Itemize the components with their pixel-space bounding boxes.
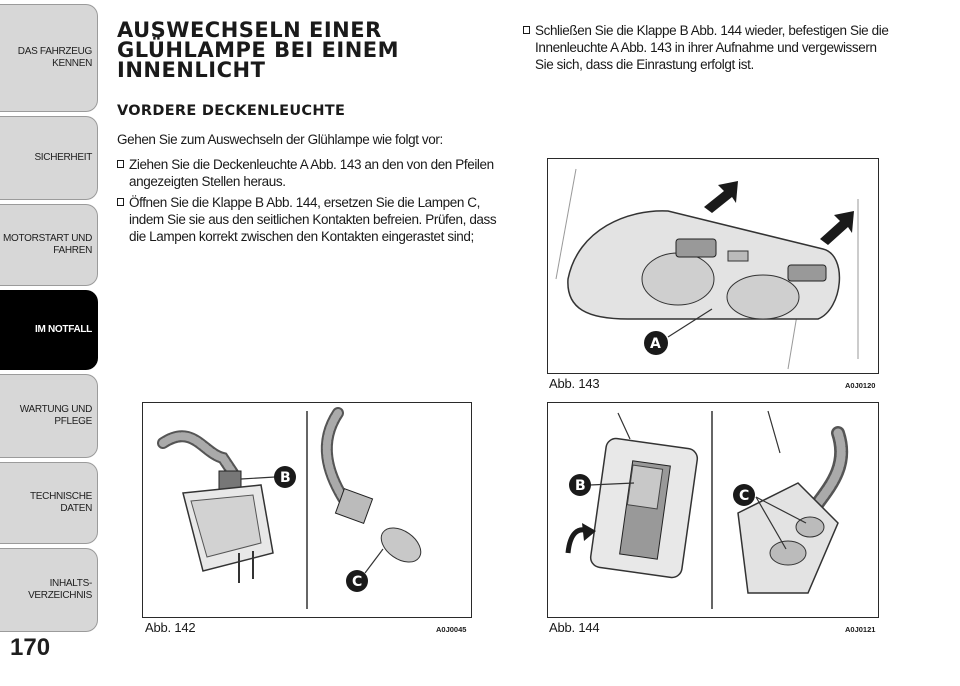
pull-arrow-icon — [820, 211, 854, 245]
figure-144-caption: Abb. 144 — [549, 620, 600, 635]
checkbox-bullet-icon — [523, 26, 530, 34]
tab-technische-daten[interactable]: TECHNISCHE DATEN — [0, 462, 98, 544]
rotate-arrow-icon — [582, 523, 596, 541]
figure-144-code: A0J0121 — [845, 625, 876, 634]
callout-c-marker — [346, 570, 368, 592]
step-list: Ziehen Sie die Deckenleuchte A Abb. 143 … — [117, 156, 502, 249]
figure-142-caption: Abb. 142 — [145, 620, 196, 635]
checkbox-bullet-icon — [117, 160, 124, 168]
callout-b-marker — [274, 466, 296, 488]
pull-arrow-icon — [704, 181, 738, 213]
callout-c-label: C — [739, 488, 749, 504]
chapter-sidebar: DAS FAHRZEUG KENNEN SICHERHEIT MOTORSTAR… — [0, 0, 100, 640]
callout-c-label: C — [352, 574, 362, 590]
section-heading: AUSWECHSELN EINER GLÜHLAMPE BEI EINEM IN… — [117, 18, 400, 82]
step-item: Ziehen Sie die Deckenleuchte A Abb. 143 … — [117, 156, 502, 190]
tab-inhaltsverzeichnis[interactable]: INHALTS- VERZEICHNIS — [0, 548, 98, 632]
figure-143-code: A0J0120 — [845, 381, 876, 390]
figure-144: B C — [547, 402, 879, 618]
figure-143: A — [547, 158, 879, 374]
intro-text: Gehen Sie zum Auswechseln der Glühlampe … — [117, 132, 443, 147]
closing-step: Schließen Sie die Klappe B Abb. 144 wied… — [523, 22, 898, 73]
figure-142-code: A0J0045 — [436, 625, 467, 634]
figure-143-caption: Abb. 143 — [549, 376, 600, 391]
page-number: 170 — [10, 634, 51, 661]
tab-sicherheit[interactable]: SICHERHEIT — [0, 116, 98, 200]
callout-c-marker — [733, 484, 755, 506]
callout-b-marker — [569, 474, 591, 496]
step-item: Schließen Sie die Klappe B Abb. 144 wied… — [523, 22, 898, 73]
figure-142: B C — [142, 402, 472, 618]
checkbox-bullet-icon — [117, 198, 124, 206]
tab-im-notfall[interactable]: IM NOTFALL — [0, 290, 98, 370]
tab-das-fahrzeug-kennen[interactable]: DAS FAHRZEUG KENNEN — [0, 4, 98, 112]
lamp-cover-illustration: B C — [565, 410, 849, 609]
tab-motorstart-und-fahren[interactable]: MOTORSTART UND FAHREN — [0, 204, 98, 286]
ceiling-light-illustration: A — [555, 168, 859, 370]
callout-b-label: B — [575, 478, 586, 494]
callout-b-label: B — [280, 470, 291, 486]
callout-a-label: A — [650, 336, 661, 352]
tab-wartung-und-pflege[interactable]: WARTUNG UND PFLEGE — [0, 374, 98, 458]
step-item: Öffnen Sie die Klappe B Abb. 144, ersetz… — [117, 194, 502, 245]
section-subheading: VORDERE DECKENLEUCHTE — [117, 103, 346, 119]
callout-a-marker — [644, 331, 668, 355]
lamp-holder-illustration: B C — [157, 407, 422, 609]
